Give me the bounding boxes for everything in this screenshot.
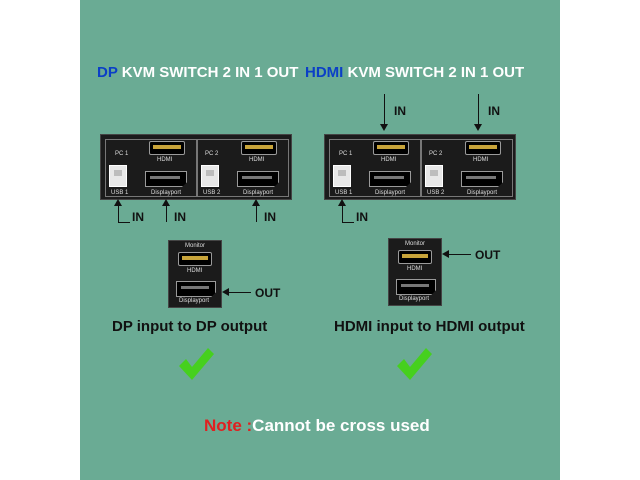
pc1-hdmi-port — [373, 141, 409, 155]
note-body: Cannot be cross used — [252, 416, 430, 435]
pc1-hdmi-in-line — [384, 94, 385, 126]
pc2-hdmi-in-line — [478, 94, 479, 126]
title-hdmi-rest: KVM SWITCH 2 IN 1 OUT — [343, 64, 525, 81]
pc1-label: PC 1 — [339, 151, 353, 157]
dp-monitor-displayport-port — [176, 281, 216, 297]
hdmi-monitor-panel: Monitor HDMI Displayport — [388, 238, 442, 306]
dp-switch-panel: PC 1 PC 2 HDMI HDMI USB 1 USB 2 Displayp… — [100, 134, 292, 200]
pc2-displayport-port — [461, 171, 503, 187]
dp-out-arrow-icon — [222, 288, 229, 296]
note-prefix: Note : — [204, 416, 253, 435]
pc1-hdmi-in-label: IN — [394, 104, 406, 118]
pc2-label: PC 2 — [429, 151, 443, 157]
pc1-hdmi-label: HDMI — [381, 157, 397, 163]
pc1-port-group — [329, 139, 421, 197]
dp-monitor-hdmi-port — [178, 252, 212, 266]
caption-hdmi: HDMI input to HDMI output — [334, 318, 525, 335]
pc2-hdmi-port — [465, 141, 501, 155]
dp-monitor-panel: Monitor HDMI Displayport — [168, 240, 222, 308]
pc1-label: PC 1 — [115, 151, 129, 157]
usb2-label: USB 2 — [203, 190, 221, 196]
pc1-dp-in-line — [166, 206, 167, 222]
pc1-hdmi-port — [149, 141, 185, 155]
usb1-port — [109, 165, 127, 187]
pc2-displayport-port — [237, 171, 279, 187]
hdmi-monitor-displayport-port — [396, 279, 436, 295]
usb1-port — [333, 165, 351, 187]
hdmi-monitor-hdmi-port — [398, 250, 432, 264]
usb1-in-line — [342, 206, 343, 222]
dp-monitor-displayport-label: Displayport — [179, 298, 210, 304]
pc2-dp-in-line — [256, 206, 257, 222]
usb1-in-line — [118, 206, 119, 222]
usb1-in-arrow-icon — [338, 199, 346, 206]
usb1-in-label: IN — [356, 210, 368, 224]
dp-out-line — [229, 292, 251, 293]
hdmi-out-line — [449, 254, 471, 255]
dp-monitor-label: Monitor — [185, 243, 206, 249]
title-dp-kvm: DP KVM SWITCH 2 IN 1 OUT — [97, 64, 298, 81]
usb2-port — [201, 165, 219, 187]
pc1-dp-in-arrow-icon — [162, 199, 170, 206]
pc2-hdmi-label: HDMI — [473, 157, 489, 163]
usb1-in-arrow-icon — [114, 199, 122, 206]
pc1-displayport-port — [369, 171, 411, 187]
dp-monitor-hdmi-label: HDMI — [187, 268, 203, 274]
hdmi-out-label: OUT — [475, 248, 501, 262]
pc1-hdmi-in-arrow-icon — [380, 124, 388, 131]
usb1-label: USB 1 — [111, 190, 129, 196]
pc1-displayport-label: Displayport — [151, 190, 182, 196]
caption-dp: DP input to DP output — [112, 318, 268, 335]
hdmi-monitor-hdmi-label: HDMI — [407, 266, 423, 272]
checkmark-icon — [397, 348, 432, 380]
pc2-dp-in-arrow-icon — [252, 199, 260, 206]
pc2-label: PC 2 — [205, 151, 219, 157]
pc2-port-group — [197, 139, 289, 197]
pc2-hdmi-port — [241, 141, 277, 155]
pc1-dp-in-label: IN — [174, 210, 186, 224]
usb2-label: USB 2 — [427, 190, 445, 196]
pc1-displayport-port — [145, 171, 187, 187]
hdmi-monitor-label: Monitor — [405, 241, 426, 247]
pc2-hdmi-in-arrow-icon — [474, 124, 482, 131]
usb1-in-line-h — [118, 222, 130, 223]
pc2-hdmi-label: HDMI — [249, 157, 265, 163]
checkmark-icon — [179, 348, 214, 380]
infographic-canvas — [80, 0, 560, 480]
pc2-hdmi-in-label: IN — [488, 104, 500, 118]
pc2-port-group — [421, 139, 513, 197]
hdmi-switch-panel: PC 1 PC 2 HDMI HDMI USB 1 USB 2 Displayp… — [324, 134, 516, 200]
pc1-displayport-label: Displayport — [375, 190, 406, 196]
pc2-displayport-label: Displayport — [243, 190, 274, 196]
title-dp-highlight: DP — [97, 64, 118, 81]
usb1-in-label: IN — [132, 210, 144, 224]
pc1-hdmi-label: HDMI — [157, 157, 173, 163]
title-hdmi-kvm: HDMI KVM SWITCH 2 IN 1 OUT — [305, 64, 524, 81]
title-dp-rest: KVM SWITCH 2 IN 1 OUT — [117, 64, 299, 81]
pc2-dp-in-label: IN — [264, 210, 276, 224]
dp-out-label: OUT — [255, 286, 281, 300]
hdmi-out-arrow-icon — [442, 250, 449, 258]
hdmi-monitor-displayport-label: Displayport — [399, 296, 430, 302]
note-text: Note :Cannot be cross used — [204, 416, 430, 436]
pc2-displayport-label: Displayport — [467, 190, 498, 196]
pc1-port-group — [105, 139, 197, 197]
usb1-label: USB 1 — [335, 190, 353, 196]
usb2-port — [425, 165, 443, 187]
title-hdmi-highlight: HDMI — [305, 64, 344, 81]
usb1-in-line-h — [342, 222, 354, 223]
